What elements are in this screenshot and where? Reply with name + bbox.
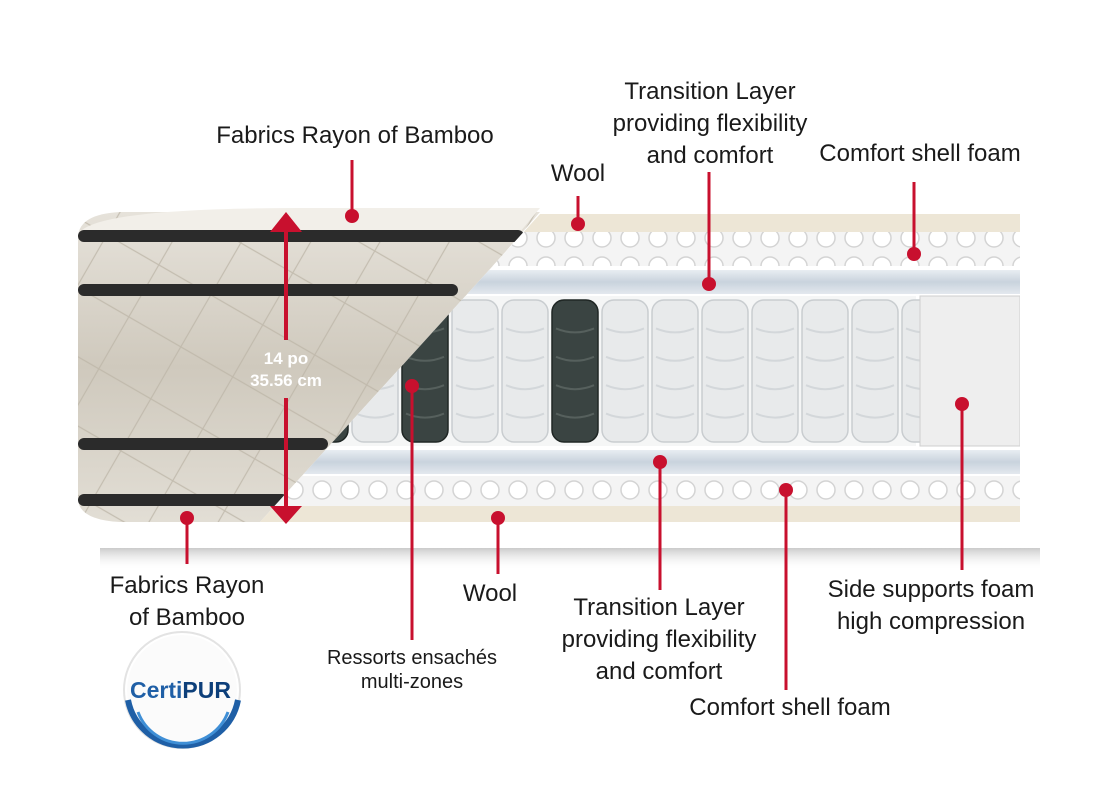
spring-pocket bbox=[501, 299, 549, 443]
certipur-logo: CertiPUR bbox=[123, 631, 241, 749]
border-band bbox=[78, 494, 288, 506]
spring-pocket bbox=[601, 299, 649, 443]
label-wool-bottom: Wool bbox=[462, 580, 518, 607]
floor-shadow bbox=[100, 548, 1040, 570]
spring-coil-line bbox=[855, 412, 895, 419]
side-support-foam bbox=[919, 295, 1020, 447]
spring-coil-line bbox=[505, 384, 545, 391]
border-band bbox=[78, 284, 458, 296]
spring-coil-line bbox=[355, 412, 395, 419]
spring-coil-line bbox=[755, 412, 795, 419]
label-side-support: Side supports foam high compression bbox=[827, 576, 1035, 635]
label-springs: Ressorts ensachés multi-zones bbox=[326, 647, 498, 693]
spring-coil-line bbox=[455, 412, 495, 419]
spring-coil-line bbox=[805, 327, 845, 334]
spring-coil-line bbox=[555, 412, 595, 419]
spring-coil-line bbox=[455, 327, 495, 334]
spring-coil-line bbox=[555, 384, 595, 391]
spring-coil-line bbox=[655, 384, 695, 391]
spring-coil-line bbox=[705, 355, 745, 362]
spring-coil-line bbox=[455, 355, 495, 362]
spring-coil-line bbox=[555, 355, 595, 362]
spring-coil-line bbox=[555, 327, 595, 334]
mattress-fabric-cover bbox=[78, 208, 540, 522]
spring-coil-line bbox=[655, 327, 695, 334]
label-wool-top: Wool bbox=[550, 160, 606, 187]
spring-coil-line bbox=[705, 412, 745, 419]
label-transition-top: Transition Layer providing flexibility a… bbox=[612, 78, 808, 169]
label-comfort-foam-bottom: Comfort shell foam bbox=[689, 694, 891, 721]
logo-pur: PUR bbox=[182, 677, 231, 703]
comfort-foam-bottom bbox=[260, 476, 1020, 506]
spring-pocket bbox=[551, 299, 599, 443]
marker-dot bbox=[571, 217, 585, 231]
spring-pocket bbox=[801, 299, 849, 443]
spring-pocket bbox=[751, 299, 799, 443]
label-transition-bottom: Transition Layer providing flexibility a… bbox=[561, 594, 757, 685]
spring-coil-line bbox=[755, 355, 795, 362]
spring-pocket bbox=[851, 299, 899, 443]
marker-dot bbox=[702, 277, 716, 291]
spring-coil-line bbox=[405, 412, 445, 419]
spring-coil-line bbox=[405, 355, 445, 362]
logo-certi: Certi bbox=[130, 677, 182, 703]
marker-dot bbox=[907, 247, 921, 261]
spring-coil-line bbox=[505, 412, 545, 419]
label-comfort-foam-top: Comfort shell foam bbox=[819, 140, 1021, 167]
spring-coil-line bbox=[605, 327, 645, 334]
spring-pocket bbox=[451, 299, 499, 443]
spring-coil-line bbox=[755, 384, 795, 391]
spring-pocket bbox=[651, 299, 699, 443]
label-fabric-top: Fabrics Rayon of Bamboo bbox=[216, 122, 494, 149]
spring-coil-line bbox=[605, 412, 645, 419]
spring-coil-line bbox=[855, 355, 895, 362]
border-band bbox=[78, 230, 524, 242]
label-fabric-bottom: Fabrics Rayon of Bamboo bbox=[109, 572, 265, 631]
spring-coil-line bbox=[855, 384, 895, 391]
dimension-cm: 35.56 cm bbox=[250, 371, 322, 390]
border-band bbox=[78, 438, 328, 450]
spring-coil-line bbox=[655, 355, 695, 362]
leader-lines bbox=[180, 160, 969, 690]
transition-layer-bottom bbox=[260, 450, 1020, 474]
spring-coil-line bbox=[805, 355, 845, 362]
spring-coil-line bbox=[755, 327, 795, 334]
dimension-inches: 14 po bbox=[264, 349, 308, 368]
spring-coil-line bbox=[705, 327, 745, 334]
spring-coil-line bbox=[455, 384, 495, 391]
spring-pocket bbox=[701, 299, 749, 443]
spring-coil-line bbox=[805, 412, 845, 419]
spring-coil-line bbox=[805, 384, 845, 391]
spring-coil-line bbox=[505, 355, 545, 362]
svg-text:CertiPUR: CertiPUR bbox=[130, 677, 231, 703]
spring-coil-line bbox=[705, 384, 745, 391]
spring-coil-line bbox=[855, 327, 895, 334]
spring-coil-line bbox=[655, 412, 695, 419]
height-dimension: 14 po 35.56 cm bbox=[250, 212, 322, 524]
spring-coil-line bbox=[605, 384, 645, 391]
spring-coil-line bbox=[605, 355, 645, 362]
spring-coil-line bbox=[505, 327, 545, 334]
wool-layer-bottom bbox=[260, 506, 1020, 522]
marker-dot bbox=[345, 209, 359, 223]
